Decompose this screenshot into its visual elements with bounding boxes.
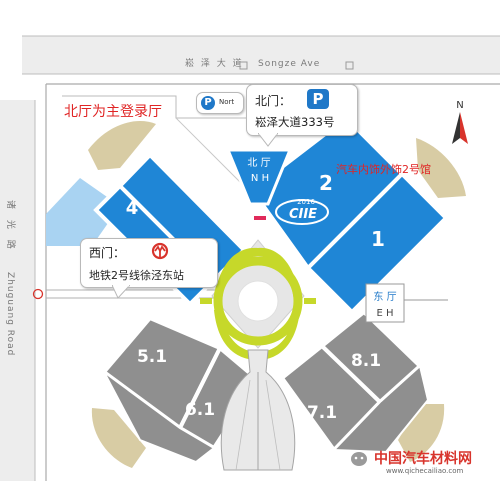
- north-hall-marker: [254, 216, 266, 220]
- zhuguang-road-en-label: Zhuguang Road: [5, 272, 15, 356]
- watermark: 中国汽车材料网 www.qichecailiao.com: [350, 448, 496, 478]
- landscape-area-ne: [416, 138, 466, 198]
- north-hall-label: 北 厅: [247, 157, 270, 169]
- zhuguang-road: [0, 100, 35, 481]
- hall-8-1-label: 8.1: [351, 351, 381, 371]
- west-gate-title: 西门：: [89, 246, 126, 260]
- event-logo: 2016 CIIE: [275, 198, 329, 225]
- north-hall-shape: [225, 148, 293, 206]
- songze-avenue-cn-label: 崧 泽 大 道: [185, 57, 244, 69]
- songze-avenue-road: [22, 36, 500, 74]
- west-gate-callout-pointer: [112, 285, 130, 299]
- central-plaza: [200, 239, 316, 360]
- hall-5-1-label: 5.1: [137, 347, 167, 367]
- north-gate-callout-pointer: [258, 133, 278, 147]
- parking-icon: P: [201, 96, 215, 110]
- parking-icon: P: [307, 89, 329, 109]
- watermark-url: www.qichecailiao.com: [386, 467, 464, 475]
- hall-6-1-label: 6.1: [185, 400, 215, 420]
- west-gate-metro-line: 地铁2号线徐泾东站: [89, 269, 184, 282]
- south-tower: [220, 349, 296, 471]
- compass-arrow-red: [460, 112, 468, 144]
- north-main-registration-note: 北厅为主登录厅: [64, 104, 162, 120]
- hall-4-label: 4: [126, 198, 139, 219]
- wechat-icon: [351, 452, 367, 466]
- landscape-area-nw: [88, 121, 156, 170]
- parking-area: [46, 178, 120, 246]
- landscape-area-sw: [91, 408, 146, 468]
- event-logo-name: CIIE: [289, 207, 317, 222]
- event-logo-year: 2016: [297, 198, 315, 206]
- north-gate-title: 北门：: [255, 94, 292, 108]
- north-hall-code: N H: [251, 173, 269, 184]
- zhuguang-road-cn-label: 诸 光 路: [5, 200, 17, 253]
- east-hall-entrance: 东 厅 E H: [365, 283, 448, 323]
- compass-arrow-dark: [452, 112, 460, 144]
- north-gate-address: 崧泽大道333号: [255, 115, 335, 129]
- hall-1-label: 1: [371, 227, 385, 251]
- compass-north-label: N: [456, 100, 463, 111]
- west-gate-callout: 西门： 地铁2号线徐泾东站: [80, 238, 218, 288]
- compass: N: [452, 100, 468, 144]
- east-hall-code: E H: [376, 308, 393, 319]
- hall-7-1-label: 7.1: [307, 403, 337, 423]
- roundabout-ring: [213, 256, 303, 346]
- songze-avenue-en-label: Songze Ave: [258, 59, 320, 69]
- north-gate-callout: 北门： P 崧泽大道333号: [246, 84, 358, 136]
- north-parking-sign: P Nort: [196, 92, 244, 114]
- metro-icon: [151, 242, 169, 260]
- metro-marker-left: [32, 288, 44, 300]
- hall-2-label: 2: [319, 171, 333, 195]
- landscape-area-se: [398, 404, 445, 462]
- hall-3-label: 3: [197, 177, 211, 201]
- auto-interior-hall-note: 汽车内饰外饰2号馆: [336, 163, 431, 176]
- north-parking-label: Nort: [219, 98, 235, 106]
- watermark-site-name: 中国汽车材料网: [374, 451, 472, 467]
- hall-1-shape: [305, 171, 449, 315]
- east-hall-label: 东 厅: [373, 290, 396, 303]
